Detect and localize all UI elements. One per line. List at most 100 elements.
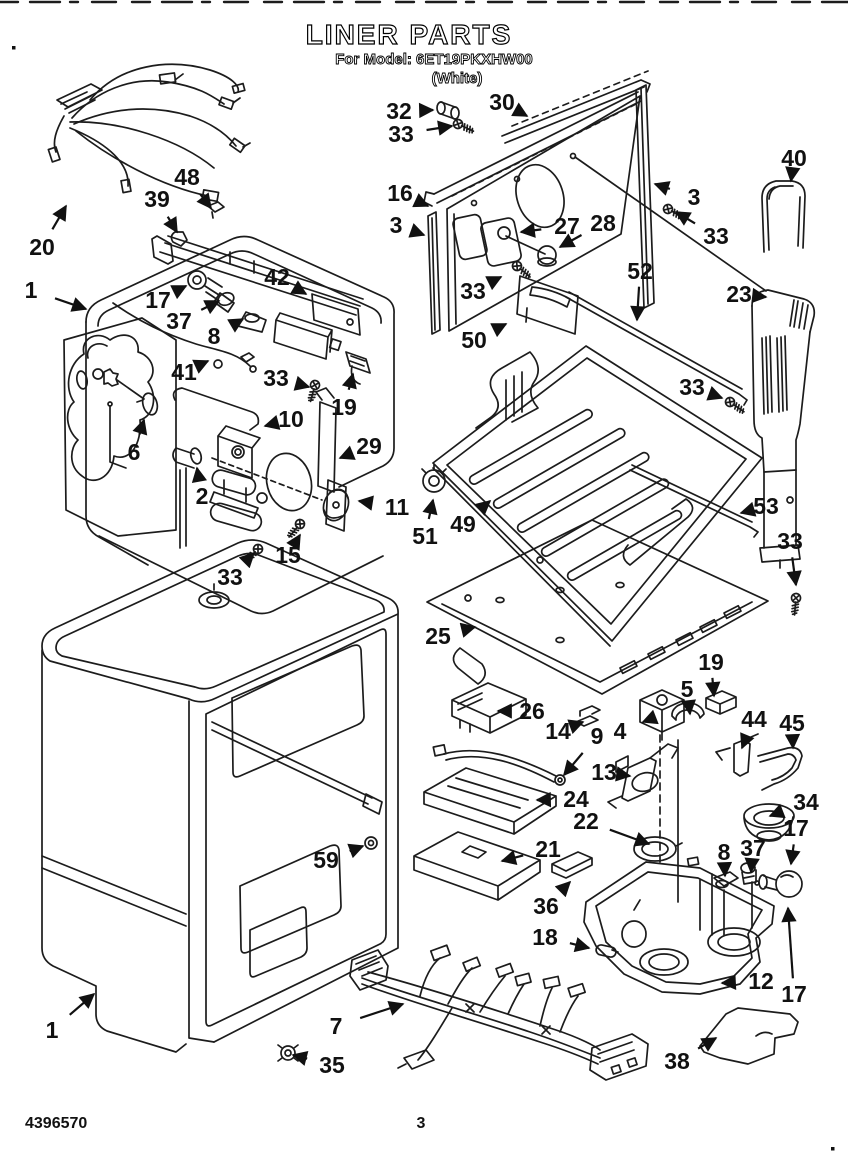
callout-3: 3 [653,181,701,210]
part-number-15: 15 [275,542,301,568]
callout-22: 22 [573,808,651,847]
part-number-42: 42 [264,264,290,290]
model-line: For Model: 6ET19PKXHW00 [335,51,533,68]
callout-42: 42 [264,264,308,295]
callout-29: 29 [338,433,382,460]
part-number-33: 33 [777,528,803,554]
part-number-35: 35 [319,1052,345,1078]
part-number-21: 21 [535,836,561,862]
callout-13: 13 [591,759,632,785]
callout-44: 44 [740,706,767,750]
callout-17: 17 [781,906,807,1007]
callout-19: 19 [331,372,357,420]
callout-1: 1 [25,277,88,312]
part-number-39: 39 [144,186,170,212]
part-number-32: 32 [386,98,412,124]
part-number-33: 33 [263,365,289,391]
callout-33: 33 [674,211,729,249]
callout-21: 21 [500,836,561,865]
callout-52: 52 [627,258,653,322]
part-number-1: 1 [46,1017,59,1043]
callout-17: 17 [145,285,188,313]
callout-18: 18 [532,924,591,953]
callout-41: 41 [171,359,210,385]
callout-19: 19 [698,649,724,698]
part-number-8: 8 [718,839,731,865]
callout-39: 39 [144,186,178,234]
cabinet-liner-1-art [41,539,399,1053]
part-number-11: 11 [385,494,410,520]
part-number-49: 49 [450,511,476,537]
part-number-10: 10 [278,406,304,432]
part-number-25: 25 [425,623,451,649]
callout-36: 36 [533,880,572,919]
callout-45: 45 [779,710,805,750]
part-number-37: 37 [166,308,192,334]
callout-16: 16 [387,180,430,208]
callout-53: 53 [739,493,779,519]
part-number-13: 13 [591,759,617,785]
callout-34: 34 [768,789,819,819]
part-number-37: 37 [740,835,766,861]
wire-harness-20-art [47,63,251,203]
part-number-18: 18 [532,924,558,950]
part-number-40: 40 [781,145,807,171]
part-number-1: 1 [25,277,38,303]
part-number-17: 17 [145,287,171,313]
callout-8: 8 [208,318,245,349]
part-number-20: 20 [29,234,55,260]
part-number-26: 26 [519,698,545,724]
part-number-8: 8 [208,323,221,349]
callout-7: 7 [330,1001,405,1039]
callout-9: 9 [563,723,603,777]
callout-14: 14 [545,718,585,744]
part-number-5: 5 [681,676,694,702]
part-number-33: 33 [703,223,729,249]
part-number-50: 50 [461,327,487,353]
callout-20: 20 [29,204,67,260]
part-number-28: 28 [590,210,616,236]
callout-37: 37 [740,835,766,874]
part-number-53: 53 [753,493,779,519]
wire-harness-7-art [277,944,649,1081]
callout-35: 35 [291,1050,345,1078]
part-number-45: 45 [779,710,805,736]
part-number-23: 23 [726,281,752,307]
part-number-41: 41 [171,359,197,385]
callout-2: 2 [191,466,209,509]
callout-51: 51 [412,498,438,549]
part-number-17: 17 [783,815,809,841]
callout-26: 26 [496,698,545,724]
part-number-33: 33 [679,374,705,400]
partition-panel-25-art [426,519,769,695]
callout-12: 12 [720,968,774,994]
part-number-22: 22 [573,808,599,834]
light-housing-12-art [583,856,775,995]
part-number-24: 24 [563,786,589,812]
part-number-16: 16 [387,180,413,206]
callout-1: 1 [46,992,96,1043]
part-number-3: 3 [688,184,701,210]
part-number-14: 14 [545,718,571,744]
part-number-30: 30 [489,89,515,115]
liner-top-assembly-art [63,235,395,615]
callout-49: 49 [450,500,492,537]
part-number-29: 29 [356,433,382,459]
doc-number: 4396570 [25,1115,87,1132]
part-number-17: 17 [781,981,807,1007]
part-number-6: 6 [128,439,141,465]
part-number-3: 3 [390,212,403,238]
callout-24: 24 [535,786,589,812]
part-number-59: 59 [313,847,339,873]
callout-50: 50 [461,323,508,353]
callout-10: 10 [263,406,304,432]
part-number-2: 2 [196,483,209,509]
callout-33: 33 [263,365,311,391]
rods-fasteners-art [565,291,802,617]
callout-33: 33 [460,276,503,304]
part-number-44: 44 [741,706,767,732]
callout-17: 17 [783,815,809,866]
part-number-52: 52 [627,258,653,284]
